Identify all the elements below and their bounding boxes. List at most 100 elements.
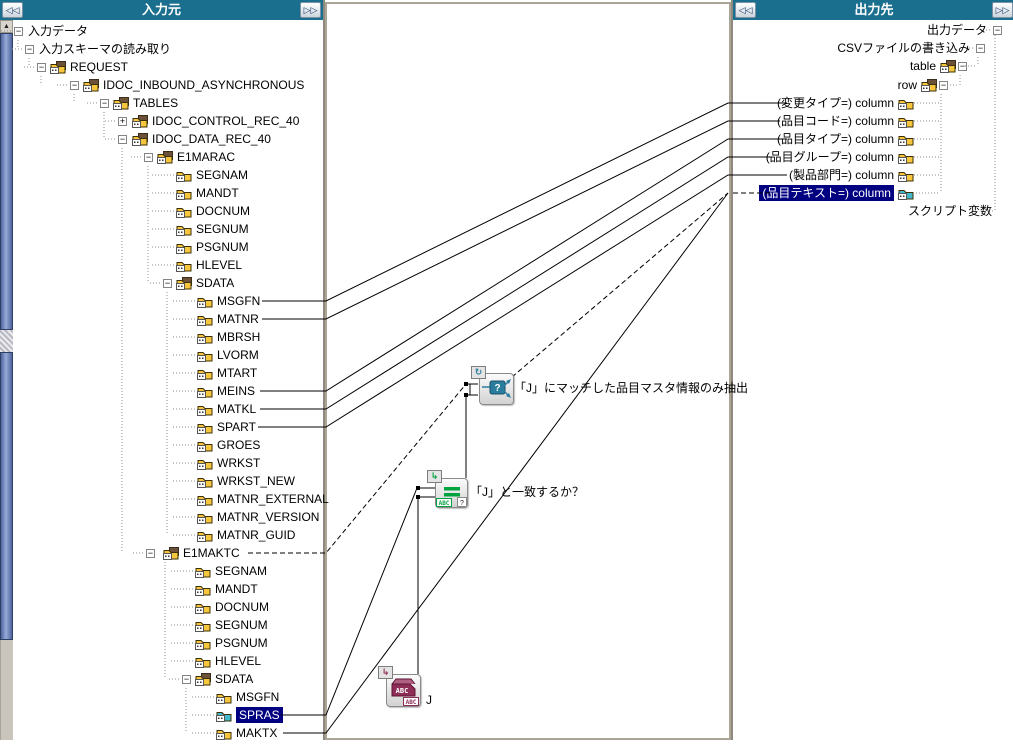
tree-node-label: SPART: [217, 420, 256, 434]
string-constant-node[interactable]: ↳ ABC ABC: [378, 666, 426, 708]
equals-node[interactable]: ↳ ABC ?: [427, 470, 473, 508]
output-tree-row-(品目グループ=) column[interactable]: (品目グループ=) column: [733, 148, 1013, 166]
output-tree-row-row[interactable]: −row: [733, 76, 1013, 94]
scrollbar-thumb-upper[interactable]: [0, 33, 13, 330]
input-tree-row-GROES[interactable]: GROES: [0, 436, 323, 454]
input-tree-row-MATKL[interactable]: MATKL: [0, 400, 323, 418]
expand-toggle-minus[interactable]: −: [939, 80, 948, 90]
input-tree-row-HLEVEL[interactable]: HLEVEL: [0, 652, 323, 670]
input-tree-row-MAKTX[interactable]: MAKTX: [0, 724, 323, 742]
folder-icon: [157, 151, 173, 164]
expand-toggle-minus[interactable]: −: [14, 26, 23, 36]
mapping-canvas[interactable]: [325, 2, 731, 740]
output-tree-row-スクリプト変数[interactable]: スクリプト変数: [733, 202, 1013, 220]
output-tree-row-(品目タイプ=) column[interactable]: (品目タイプ=) column: [733, 130, 1013, 148]
input-tree-row-MSGFN[interactable]: MSGFN: [0, 688, 323, 706]
input-tree-row-MTART[interactable]: MTART: [0, 364, 323, 382]
scroll-up-button[interactable]: ▲: [0, 20, 13, 33]
input-tree-row-MATNR_GUID[interactable]: MATNR_GUID: [0, 526, 323, 544]
output-tree-row-(変更タイプ=) column[interactable]: (変更タイプ=) column: [733, 94, 1013, 112]
input-tree-row-WRKST[interactable]: WRKST: [0, 454, 323, 472]
output-tree: −出力データ−CSVファイルの書き込み−table−row(変更タイプ=) co…: [733, 20, 1013, 740]
folder-icon: [197, 529, 213, 542]
input-tree-row-SPART[interactable]: SPART: [0, 418, 323, 436]
tree-node-label: (品目テキスト=) column: [759, 185, 894, 201]
input-tree-row-TABLES[interactable]: −TABLES: [0, 94, 323, 112]
input-tree-row-MANDT[interactable]: MANDT: [0, 580, 323, 598]
input-tree-row-入力スキーマの読み取り[interactable]: −入力スキーマの読み取り: [0, 40, 323, 58]
scrollbar-thumb-lower[interactable]: [0, 352, 13, 640]
input-tree-row-LVORM[interactable]: LVORM: [0, 346, 323, 364]
expand-all-right-button[interactable]: ▷▷: [992, 2, 1013, 18]
scrollbar-track-hatched[interactable]: [0, 330, 13, 352]
input-tree-row-IDOC_DATA_REC_40[interactable]: −IDOC_DATA_REC_40: [0, 130, 323, 148]
expand-toggle-minus[interactable]: −: [37, 62, 46, 72]
input-tree-row-MEINS[interactable]: MEINS: [0, 382, 323, 400]
folder-icon: [216, 727, 232, 740]
input-tree-row-入力データ[interactable]: −入力データ: [0, 22, 323, 40]
expand-toggle-minus[interactable]: −: [144, 152, 153, 162]
expand-toggle-minus[interactable]: −: [976, 43, 985, 53]
input-tree-row-E1MAKTC[interactable]: −E1MAKTC: [0, 544, 323, 562]
folder-icon: [83, 79, 99, 92]
input-tree-row-SDATA[interactable]: − SDATA: [0, 274, 323, 292]
tree-node-label: (製品部門=) column: [788, 168, 894, 182]
input-tree-row-SPRAS[interactable]: SPRAS: [0, 706, 323, 724]
input-tree-row-IDOC_CONTROL_REC_40[interactable]: +IDOC_CONTROL_REC_40: [0, 112, 323, 130]
folder-icon: [197, 457, 213, 470]
output-tree-row-CSVファイルの書き込み[interactable]: −CSVファイルの書き込み: [733, 39, 1013, 57]
tree-node-label: SPRAS: [236, 707, 283, 723]
filter-node[interactable]: ↻ ?: [471, 366, 519, 406]
constant-overlay-icon: ↳: [378, 666, 393, 679]
output-tree-row-出力データ[interactable]: −出力データ: [733, 21, 1013, 39]
input-tree-row-MBRSH[interactable]: MBRSH: [0, 328, 323, 346]
expand-toggle-minus[interactable]: −: [163, 278, 172, 288]
expand-toggle-minus[interactable]: −: [100, 98, 109, 108]
tree-node-label: WRKST: [217, 456, 261, 470]
input-tree-row-DOCNUM[interactable]: DOCNUM: [0, 202, 323, 220]
input-tree-row-REQUEST[interactable]: −REQUEST: [0, 58, 323, 76]
expand-toggle-minus[interactable]: −: [25, 44, 34, 54]
input-tree-row-IDOC_INBOUND_ASYNCHRONOUS[interactable]: −IDOC_INBOUND_ASYNCHRONOUS: [0, 76, 323, 94]
expand-toggle-minus[interactable]: −: [146, 548, 155, 558]
input-tree-row-SEGNAM[interactable]: SEGNAM: [0, 166, 323, 184]
tree-node-label: GROES: [217, 438, 261, 452]
folder-icon: [50, 61, 66, 74]
filter-node-label: 「J」にマッチした品目マスタ情報のみ抽出: [514, 381, 749, 395]
expand-toggle-minus[interactable]: −: [70, 80, 79, 90]
input-tree-row-HLEVEL[interactable]: HLEVEL: [0, 256, 323, 274]
input-tree-row-MATNR_EXTERNAL[interactable]: MATNR_EXTERNAL: [0, 490, 329, 508]
input-tree-row-MATNR_VERSION[interactable]: MATNR_VERSION: [0, 508, 323, 526]
input-tree-row-SDATA[interactable]: −SDATA: [0, 670, 323, 688]
expand-toggle-minus[interactable]: −: [182, 674, 191, 684]
collapse-all-right-button[interactable]: ◁◁: [735, 2, 756, 18]
input-tree-row-PSGNUM[interactable]: PSGNUM: [0, 238, 323, 256]
input-tree-row-MANDT[interactable]: MANDT: [0, 184, 323, 202]
folder-icon: [113, 97, 129, 110]
expand-all-left-button[interactable]: ▷▷: [300, 2, 321, 18]
output-tree-row-(品目テキスト=) column[interactable]: (品目テキスト=) column: [733, 184, 1013, 202]
expand-toggle-minus[interactable]: −: [118, 134, 127, 144]
collapse-all-left-button[interactable]: ◁◁: [2, 2, 23, 18]
input-tree-row-SEGNAM[interactable]: SEGNAM: [0, 562, 323, 580]
input-tree-row-WRKST_NEW[interactable]: WRKST_NEW: [0, 472, 323, 490]
input-tree-row-MSGFN[interactable]: MSGFN: [0, 292, 323, 310]
input-tree: −入力データ−入力スキーマの読み取り−REQUEST−IDOC_INBOUND_…: [0, 20, 329, 742]
folder-icon: [216, 691, 232, 704]
expand-toggle-plus[interactable]: +: [118, 116, 127, 126]
output-tree-row-(製品部門=) column[interactable]: (製品部門=) column: [733, 166, 1013, 184]
input-tree-row-SEGNUM[interactable]: SEGNUM: [0, 616, 323, 634]
output-tree-row-table[interactable]: −table: [733, 57, 1013, 75]
expand-toggle-minus[interactable]: −: [993, 25, 1002, 35]
input-tree-row-PSGNUM[interactable]: PSGNUM: [0, 634, 323, 652]
input-tree-row-E1MARAC[interactable]: −E1MARAC: [0, 148, 323, 166]
expand-toggle-minus[interactable]: −: [958, 61, 967, 71]
input-tree-row-DOCNUM[interactable]: DOCNUM: [0, 598, 323, 616]
scrollbar-track-bottom[interactable]: [0, 640, 13, 740]
tree-node-label: 入力データ: [28, 24, 89, 38]
tree-node-label: SDATA: [196, 276, 235, 290]
output-tree-row-(品目コード=) column[interactable]: (品目コード=) column: [733, 112, 1013, 130]
input-tree-row-MATNR[interactable]: MATNR: [0, 310, 323, 328]
input-tree-row-SEGNUM[interactable]: SEGNUM: [0, 220, 323, 238]
left-scrollbar[interactable]: ▲: [0, 20, 13, 740]
